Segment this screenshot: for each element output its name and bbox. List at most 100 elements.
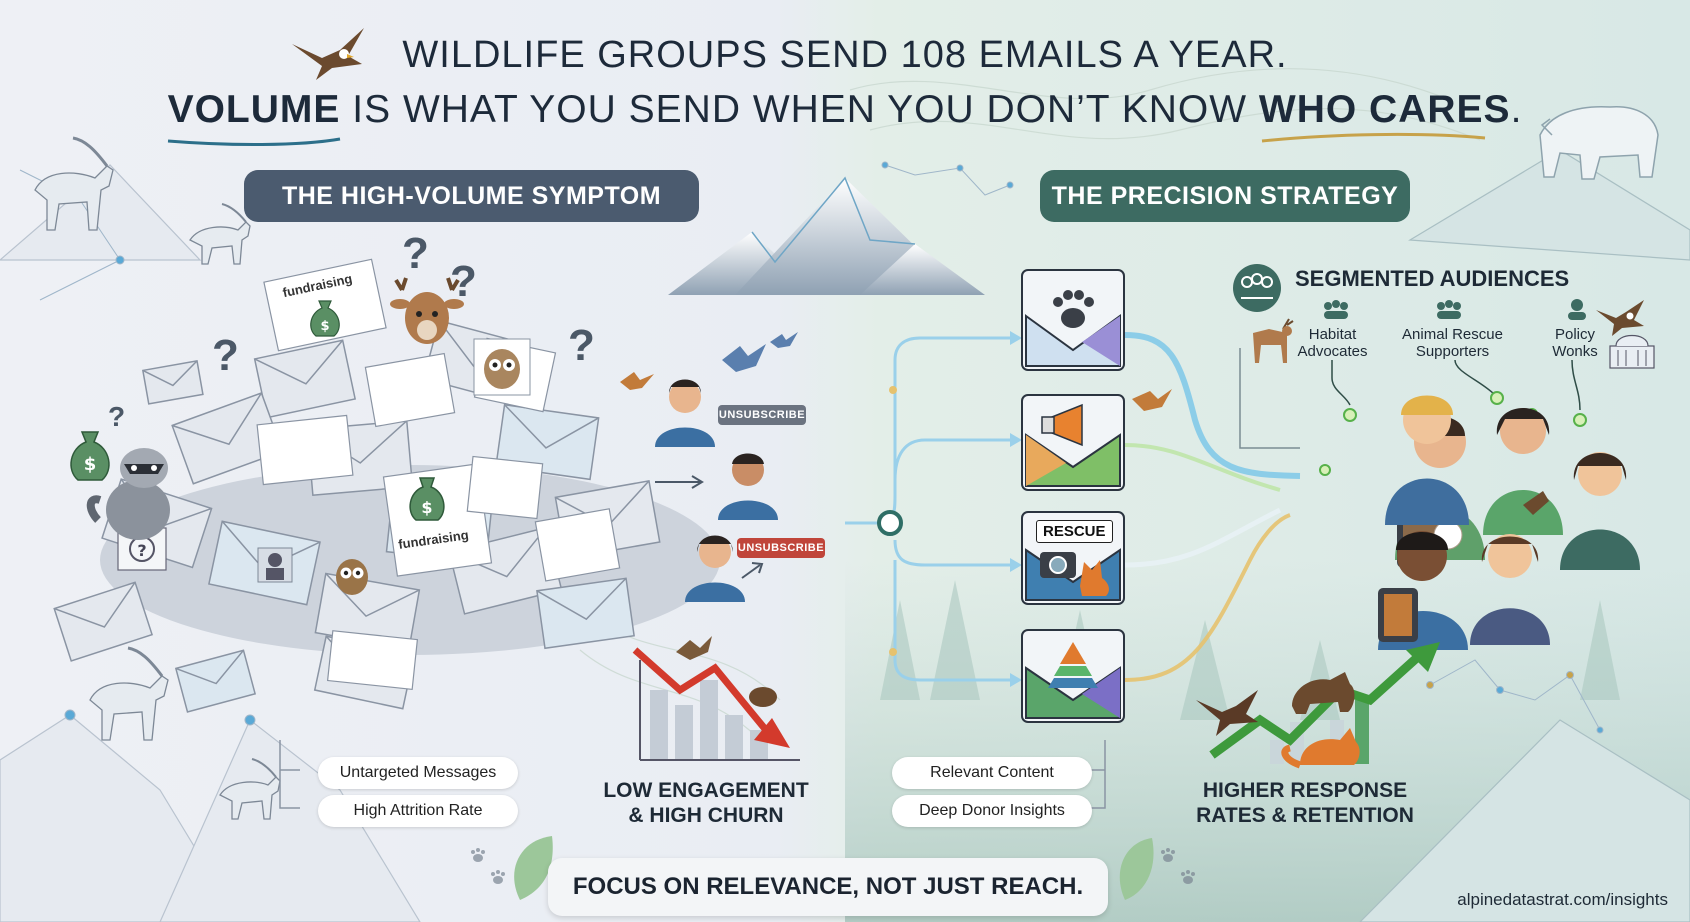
constellation-nodes [19,161,1604,734]
segment-label-line: Advocates [1297,343,1368,360]
higher-response-line-2: RATES & RETENTION [1196,804,1414,827]
growth-chart [1196,642,1440,769]
unsubscribe-badge: UNSUBSCRIBE [718,405,806,425]
ibex-icon [189,203,251,265]
svg-text:$: $ [320,319,329,334]
decline-arrow-icon [632,647,773,738]
deer-icon [390,277,464,344]
right-mountains [1359,149,1690,922]
eagle-icon [1196,690,1258,736]
segment-label-line: Animal Rescue [1402,326,1503,343]
question-mark-icon: ? [402,229,429,278]
left-mountains [0,164,421,922]
low-engagement-line-2: & HIGH CHURN [628,804,784,827]
segment-habitat-advocates: Habitat Advocates [1275,326,1390,360]
underline-who-cares [1261,132,1486,143]
rescue-label: RESCUE [1036,520,1113,543]
person-icon [1385,395,1469,525]
megaphone-envelope-icon [1021,394,1125,491]
center-mountains [668,176,985,295]
pyramid-envelope-icon [1021,629,1125,723]
ibex-icon [219,758,281,820]
arrow-icon [741,564,761,579]
headline-line-2: VOLUME IS WHAT YOU SEND WHEN YOU DON’T K… [0,88,1690,132]
question-mark-icon: ? [450,257,477,306]
headline-line-1: WILDLIFE GROUPS SEND 108 EMAILS A YEAR. [402,34,1288,76]
person-unsubscribing [718,453,778,520]
person-unsubscribing [655,379,715,447]
fox-icon [1281,728,1360,769]
flow-origin-node [877,510,903,536]
question-mark-icon: ? [108,401,125,432]
owl-icon [336,559,368,595]
svg-text:$: $ [84,454,97,475]
bird-icon [770,332,798,348]
group-icon [1437,300,1461,319]
bear-icon [1292,672,1355,714]
person-unsubscribing [685,535,745,602]
eagle-icon [292,28,364,80]
group-icon [1324,300,1348,319]
high-attrition-rate-chip: High Attrition Rate [318,795,518,827]
paw-icon [1161,848,1175,862]
bird-icon [722,344,766,372]
raccoon-icon [86,448,170,540]
person-icon [257,547,293,583]
relevant-content-chip: Relevant Content [892,757,1092,789]
question-mark-icon: ? [568,321,595,370]
headline-emphasis-volume: VOLUME [167,88,341,131]
deer-icon [1253,318,1294,363]
person-icon [1560,452,1640,570]
low-engagement-line-1: LOW ENGAGEMENT [603,779,809,802]
untargeted-messages-chip: Untargeted Messages [318,757,518,789]
person-icon [1568,299,1586,320]
polar-bear-icon [1539,106,1659,180]
segment-policy-wonks: Policy Wonks [1530,326,1620,360]
segment-label-line: Habitat [1308,326,1357,343]
person-icon [1470,534,1550,645]
group-icon [1233,264,1281,312]
money-bag-icon: $ [310,300,340,337]
eagle-icon [1596,300,1644,336]
segment-animal-rescue-supporters: Animal Rescue Supporters [1380,326,1525,360]
svg-text:$: $ [421,498,432,517]
bird-icon [1132,389,1172,411]
svg-text:?: ? [137,541,146,560]
leaf-icon [514,836,553,900]
bird-icon [620,372,654,390]
money-bag-icon: $ [409,477,445,521]
person-icon [1483,408,1563,535]
growth-arrow-icon [1209,651,1424,759]
source-url[interactable]: alpinedatastrat.com/insights [1457,890,1668,909]
segment-label-line: Supporters [1415,343,1490,360]
paw-icon [1181,870,1195,884]
high-volume-symptom-title: THE HIGH-VOLUME SYMPTOM [244,170,699,222]
paw-icon [491,870,505,884]
segment-label-line: Policy [1554,326,1595,343]
headline-middle-text: IS WHAT YOU SEND WHEN YOU DON’T KNOW [340,88,1259,131]
headline-end: . [1510,88,1523,131]
ibex-icon [89,646,169,741]
higher-response-caption: HIGHER RESPONSE RATES & RETENTION [1170,778,1440,828]
segment-label-line: Wonks [1552,343,1598,360]
precision-strategy-title: THE PRECISION STRATEGY [1040,170,1410,222]
tagline-banner: FOCUS ON RELEVANCE, NOT JUST REACH. [548,858,1108,916]
ibex-icon [34,136,114,231]
leaf-icon [1119,838,1154,900]
deep-donor-insights-chip: Deep Donor Insights [892,795,1092,827]
owl-icon [473,338,531,396]
headline-emphasis-who-cares: WHO CARES [1258,88,1511,131]
higher-response-line-1: HIGHER RESPONSE [1202,779,1408,802]
decline-chart [632,636,800,761]
paw-icon [471,848,485,862]
money-bag-icon: $ [70,431,110,481]
low-engagement-caption: LOW ENGAGEMENT & HIGH CHURN [576,778,836,828]
capitol-icon [1609,334,1655,369]
segmented-audiences-title: SEGMENTED AUDIENCES [1295,266,1570,291]
question-mark-icon: ? [212,331,239,380]
supporters-group [1378,395,1640,650]
underline-volume [167,137,341,147]
unsubscribe-badge: UNSUBSCRIBE [737,538,825,558]
paw-envelope-icon [1021,269,1125,371]
